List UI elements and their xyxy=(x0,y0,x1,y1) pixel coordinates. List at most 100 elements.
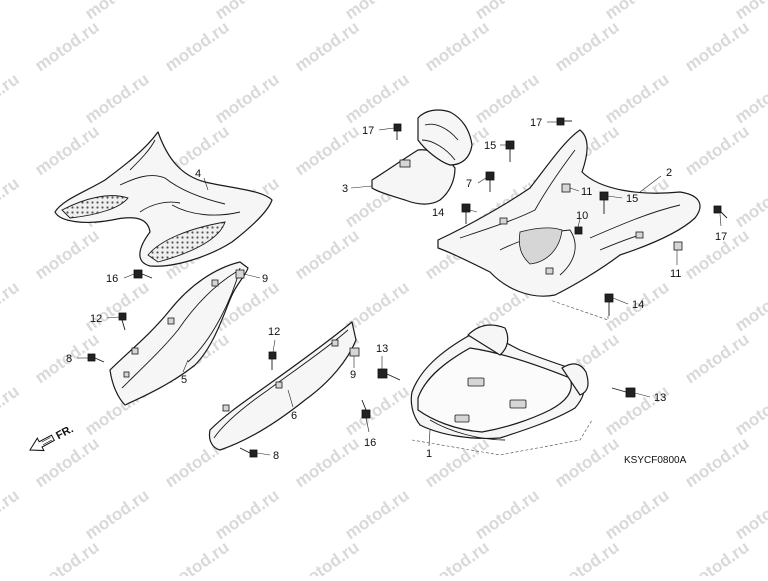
watermark-text: motod.ru xyxy=(161,17,232,75)
callout-7: 7 xyxy=(466,178,472,190)
watermark-text: motod.ru xyxy=(341,381,412,439)
watermark-text: motod.ru xyxy=(211,69,282,127)
clip-11a xyxy=(561,183,571,193)
callout-1: 1 xyxy=(426,448,432,460)
callout-15a: 15 xyxy=(484,140,496,152)
callout-9a: 9 xyxy=(262,273,268,285)
bolt-13b xyxy=(611,387,636,398)
clip-9a xyxy=(235,269,245,279)
callout-12b: 12 xyxy=(268,326,280,338)
watermark-text: motod.ru xyxy=(681,433,752,491)
clip-11b xyxy=(673,241,683,251)
callout-12a: 12 xyxy=(90,313,102,325)
watermark-text: motod.ru xyxy=(291,537,362,576)
fasteners xyxy=(87,117,728,458)
watermark-text: motod.ru xyxy=(81,277,152,335)
nut-10 xyxy=(574,226,583,235)
bolt-12a xyxy=(118,312,127,331)
watermark-text: motod.ru xyxy=(0,485,23,543)
part-floor-panel xyxy=(437,129,701,297)
watermark-text: motod.ru xyxy=(551,537,622,576)
part-under-tray xyxy=(410,324,589,441)
callout-3: 3 xyxy=(342,183,348,195)
watermark-text: motod.ru xyxy=(291,225,362,283)
watermark-text: motod.ru xyxy=(291,121,362,179)
bolt-13a xyxy=(377,368,401,381)
callout-4: 4 xyxy=(195,168,201,180)
leader-lines xyxy=(77,121,722,456)
watermark-text: motod.ru xyxy=(551,17,622,75)
watermark-text: motod.ru xyxy=(601,69,672,127)
callout-2: 2 xyxy=(666,167,672,179)
clip-9b xyxy=(349,347,360,357)
watermark-text: motod.ru xyxy=(0,0,23,23)
callout-17a: 17 xyxy=(362,125,374,137)
watermark-text: motod.ru xyxy=(0,69,23,127)
bolt-8a xyxy=(87,353,105,363)
callout-8b: 8 xyxy=(273,450,279,462)
callout-14b: 14 xyxy=(632,299,644,311)
bolt-7 xyxy=(485,171,495,192)
watermark-text: motod.ru xyxy=(81,69,152,127)
callout-5: 5 xyxy=(181,374,187,386)
callout-11a: 11 xyxy=(581,186,592,198)
bolt-16a xyxy=(133,269,153,279)
part-floor-mat xyxy=(54,131,273,267)
watermark-text: motod.ru xyxy=(31,121,102,179)
part-left-side-cover xyxy=(109,261,249,406)
bolt-8b xyxy=(239,447,258,458)
watermark-text: motod.ru xyxy=(211,485,282,543)
callout-6: 6 xyxy=(291,410,297,422)
watermark-text: motod.ru xyxy=(421,433,492,491)
watermark-text: motod.ru xyxy=(0,173,23,231)
callout-13a: 13 xyxy=(376,343,388,355)
watermark-text: motod.ru xyxy=(161,537,232,576)
watermark-text: motod.ru xyxy=(291,17,362,75)
watermark-text: motod.ru xyxy=(421,17,492,75)
callout-8a: 8 xyxy=(66,353,72,365)
bolt-17c xyxy=(713,205,728,219)
bolt-12b xyxy=(268,351,277,370)
watermark-text: motod.ru xyxy=(601,485,672,543)
watermark-text: motod.ru xyxy=(31,17,102,75)
watermark-text: motod.ru xyxy=(471,485,542,543)
watermark-text: motod.ru xyxy=(681,17,752,75)
front-direction-marker: FR. xyxy=(29,423,75,452)
diagram-code: KSYCF0800A xyxy=(624,455,687,466)
callout-15b: 15 xyxy=(626,193,638,205)
callout-14a: 14 xyxy=(432,207,444,219)
callout-16a: 16 xyxy=(106,273,118,285)
callout-13b: 13 xyxy=(654,392,666,404)
watermark-text: motod.ru xyxy=(421,537,492,576)
part-right-side-cover xyxy=(208,321,357,451)
callout-17c: 17 xyxy=(715,231,727,243)
watermark-text: motod.ru xyxy=(681,329,752,387)
watermark-text: motod.ru xyxy=(681,537,752,576)
watermark-text: motod.ru xyxy=(31,225,102,283)
watermark-text: motod.ru xyxy=(551,433,622,491)
part-front-bracket xyxy=(371,109,473,205)
callout-17b: 17 xyxy=(530,117,542,129)
callout-9b: 9 xyxy=(350,369,356,381)
watermark-text: motod.ru xyxy=(731,173,768,231)
bolt-17b xyxy=(556,117,572,126)
watermark-text: motod.ru xyxy=(291,433,362,491)
watermark-text: motod.ru xyxy=(731,381,768,439)
callout-labels: 4 2 3 5 6 1 17 17 17 15 15 14 14 7 11 11… xyxy=(66,117,727,462)
watermark-text: motod.ru xyxy=(341,485,412,543)
callout-11b: 11 xyxy=(670,268,681,280)
fr-label: FR. xyxy=(54,423,75,442)
bolt-14a xyxy=(461,203,471,224)
watermark-text: motod.ru xyxy=(341,69,412,127)
watermark-text: motod.ru xyxy=(81,485,152,543)
watermark-text: motod.ru xyxy=(731,277,768,335)
bolt-17a xyxy=(393,123,402,140)
callout-10: 10 xyxy=(576,210,588,222)
watermark-text: motod.ru xyxy=(0,277,23,335)
watermark-text: motod.ru xyxy=(731,69,768,127)
watermark-text: motod.ru xyxy=(681,121,752,179)
watermark-text: motod.ru xyxy=(601,381,672,439)
